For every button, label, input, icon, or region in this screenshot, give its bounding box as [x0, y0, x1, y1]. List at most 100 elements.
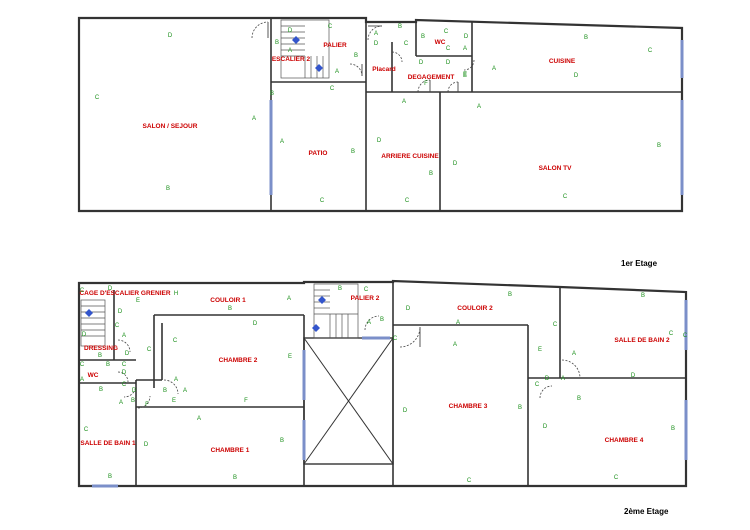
wall-letter: B [233, 475, 237, 481]
wall-letter: D [403, 408, 408, 414]
wall-letter: C [404, 41, 409, 47]
wall-letter: C [446, 46, 451, 52]
wall-letter: C [173, 338, 178, 344]
room-label: COULOIR 1 [210, 297, 246, 304]
wall-letter: B [338, 286, 342, 292]
wall-letter: B [108, 474, 112, 480]
room-label: CHAMBRE 3 [449, 403, 488, 410]
wall-letter: E [463, 72, 467, 78]
wall-letter: B [98, 353, 102, 359]
wall-letter: A [80, 377, 84, 383]
wall-letter: C [393, 336, 398, 342]
room-label: ESCALIER 2 [272, 56, 311, 63]
wall-letter: D [108, 286, 113, 292]
room-label: SALLE DE BAIN 2 [614, 337, 670, 344]
wall-letter: B [641, 293, 645, 299]
wall-letter: H [174, 291, 178, 297]
wall-letter: C [330, 86, 335, 92]
wall-letter: B [166, 186, 170, 192]
wall-letter: A [561, 376, 565, 382]
wall-letter: B [270, 91, 274, 97]
wall-letter: B [429, 171, 433, 177]
wall-letter: A [280, 139, 284, 145]
wall-letter: A [174, 377, 178, 383]
room-label: DEGAGEMENT [408, 74, 455, 81]
wall-letter: A [463, 46, 467, 52]
wall-letter: A [252, 116, 256, 122]
wall-letter: C [364, 287, 369, 293]
wall-letter: C [563, 194, 568, 200]
wall-letter: C [614, 475, 619, 481]
wall-letter: E [288, 354, 292, 360]
floor-1-plan: SALON / SEJOUR PALIER ESCALIER 2 WC Plac… [77, 16, 684, 268]
wall-letter: B [99, 387, 103, 393]
floor-2-room-labels: CAGE D'ESCALIER GRENIER DRESSING WC SALL… [79, 290, 670, 454]
wall-letter: A [456, 320, 460, 326]
wall-letter: C [467, 478, 472, 484]
wall-letter: E [538, 347, 542, 353]
wall-letter: B [421, 34, 425, 40]
floor-2-title: 2ème Etage [624, 507, 669, 516]
wall-letter: A [453, 342, 457, 348]
wall-letter: B [508, 292, 512, 298]
wall-letter: D [464, 34, 469, 40]
room-label: SALON TV [539, 165, 573, 172]
floor-1-windows [269, 40, 684, 195]
wall-letter: C [405, 198, 410, 204]
wall-letter: B [275, 40, 279, 46]
wall-letter: B [657, 143, 661, 149]
wall-letter: E [463, 73, 467, 79]
floor-1-title: 1er Etage [621, 259, 658, 268]
wall-letter: A [122, 333, 126, 339]
floor-1-doors [251, 21, 475, 93]
wall-letter: B [380, 317, 384, 323]
wall-letter: C [683, 333, 688, 339]
wall-letter: D [446, 60, 451, 66]
room-label: WC [435, 39, 446, 46]
wall-letter: D [574, 73, 579, 79]
wall-letter: D [453, 161, 458, 167]
wall-letter: B [106, 362, 110, 368]
floor-2-stair [312, 283, 359, 339]
wall-letter: C [122, 362, 127, 368]
wall-letter: D [132, 388, 137, 394]
wall-letter: E [172, 398, 176, 404]
room-label: SALLE DE BAIN 1 [80, 440, 136, 447]
wall-letter: B [354, 53, 358, 59]
wall-letter: C [122, 382, 127, 388]
wall-letter: B [584, 35, 588, 41]
floor-1-outer-wall [77, 16, 684, 213]
room-label: Placard [372, 66, 396, 73]
wall-letter: F [244, 398, 248, 404]
wall-letter: A [477, 104, 481, 110]
wall-letter: C [669, 331, 674, 337]
wall-letter: C [648, 48, 653, 54]
wall-letter: B [131, 398, 135, 404]
floor-2-windows [92, 300, 688, 488]
wall-letter: B [351, 149, 355, 155]
wall-letter: A [197, 416, 201, 422]
floor-1-room-labels: SALON / SEJOUR PALIER ESCALIER 2 WC Plac… [143, 39, 576, 172]
wall-letter: D [419, 60, 424, 66]
room-label: ARRIERE CUISINE [381, 153, 439, 160]
room-label: CHAMBRE 4 [605, 437, 644, 444]
wall-letter: A [288, 48, 292, 54]
wall-letter: D [122, 370, 127, 376]
wall-letter: F [424, 81, 428, 87]
wall-letter: A [492, 66, 496, 72]
wall-letter: E [136, 298, 140, 304]
wall-letter: D [374, 41, 379, 47]
wall-letter: B [280, 438, 284, 444]
wall-letter: F [145, 402, 149, 408]
wall-letter: C [553, 322, 558, 328]
wall-letter: D [543, 424, 548, 430]
wall-letter: B [398, 24, 402, 30]
wall-letter: C [80, 362, 85, 368]
wall-letter: D [253, 321, 258, 327]
wall-letter: C [320, 198, 325, 204]
wall-letter: C [84, 427, 89, 433]
wall-letter: A [572, 351, 576, 357]
floor-2-plan: CAGE D'ESCALIER GRENIER DRESSING WC SALL… [77, 279, 688, 516]
wall-letter: C [535, 382, 540, 388]
